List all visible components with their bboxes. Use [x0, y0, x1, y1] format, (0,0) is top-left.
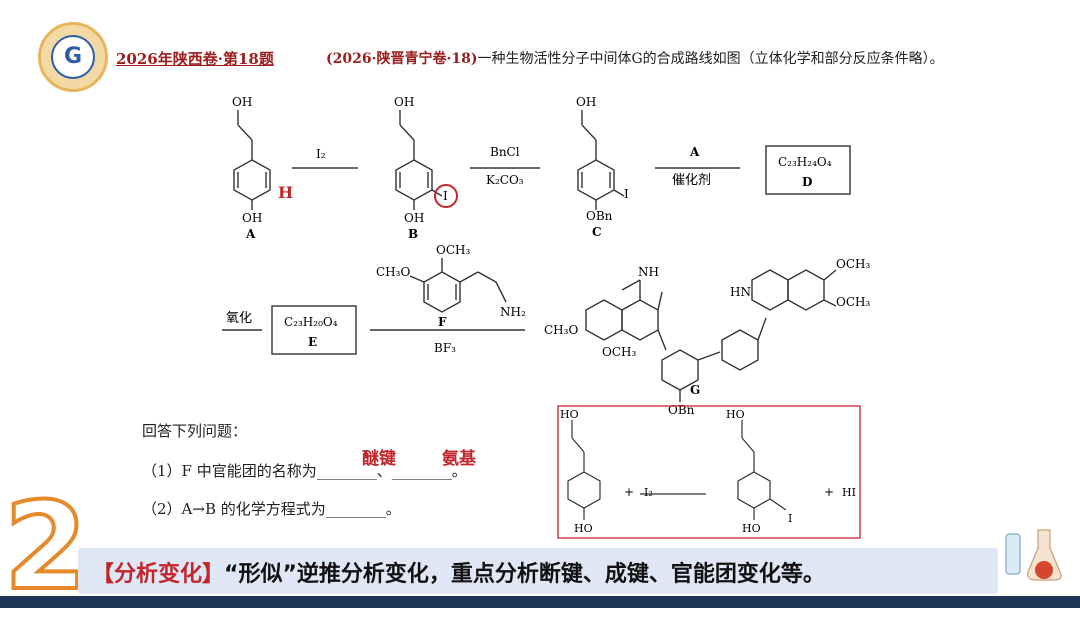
- G-hn: HN: [730, 285, 751, 299]
- D-formula: C₂₃H₂₄O₄: [778, 155, 832, 169]
- questions-intro: 回答下列问题：: [142, 422, 248, 440]
- compound-F-label: F: [438, 315, 447, 329]
- reagent-BF3: BF₃: [434, 341, 456, 355]
- C-obn: OBn: [586, 209, 613, 223]
- question-2: （2）A→B 的化学方程式为________。: [142, 500, 401, 518]
- F-nh2: NH₂: [500, 305, 526, 319]
- G-och3-right-bottom: OCH₃: [836, 295, 870, 309]
- eq-ho-bottom-left: HO: [574, 522, 593, 535]
- G-ch3o: CH₃O: [544, 323, 578, 337]
- B-oh-bottom: OH: [404, 211, 424, 225]
- A-oh-top: OH: [232, 95, 252, 109]
- compound-E-label: E: [308, 335, 317, 349]
- compound-C-label: C: [592, 225, 602, 239]
- flask-icon: [1005, 529, 1062, 581]
- reagent-BnCl: BnCl: [490, 145, 520, 159]
- F-ch3o: CH₃O: [376, 265, 410, 279]
- question-1: （1）F 中官能团的名称为________、________。: [142, 462, 467, 480]
- reagent-I2: I₂: [316, 147, 326, 161]
- page-title: 2026年陕西卷·第18题: [116, 50, 274, 68]
- answer-amino-group: 氨基: [442, 449, 476, 469]
- ring-F: [423, 271, 461, 313]
- eq-hi: HI: [842, 486, 856, 499]
- G-nh: NH: [638, 265, 659, 279]
- ring-C: [577, 159, 615, 201]
- compound-G-label: G: [690, 383, 700, 397]
- eq-plus-2: +: [824, 485, 834, 499]
- h-mark: H: [278, 183, 293, 202]
- bottom-bar: [0, 596, 1080, 608]
- logo: G: [38, 22, 108, 92]
- analysis-text: “形似”逆推分析变化，重点分析断键、成键、官能团变化等。: [224, 562, 825, 587]
- analysis-banner-text: 【分析变化】“形似”逆推分析变化，重点分析断键、成键、官能团变化等。: [92, 556, 825, 588]
- compound-D-label: D: [802, 175, 812, 189]
- B-oh-top: OH: [394, 95, 414, 109]
- reagent-catalyst: 催化剂: [672, 173, 711, 188]
- logo-letter: G: [51, 35, 95, 79]
- problem-description: (2026·陕晋青宁卷·18)一种生物活性分子中间体G的合成路线如图（立体化学和…: [326, 48, 944, 68]
- ring-A: [233, 159, 271, 201]
- C-oh-top: OH: [576, 95, 596, 109]
- problem-source: (2026·陕晋青宁卷·18): [326, 51, 478, 67]
- answer-ether-bond: 醚键: [362, 449, 396, 469]
- eq-ho-top-left: HO: [560, 408, 579, 421]
- analysis-banner: [78, 548, 998, 594]
- ring-G5: [751, 269, 789, 311]
- eq-ho-bottom-right: HO: [742, 522, 761, 535]
- A-oh-bottom: OH: [242, 211, 262, 225]
- reagent-A: A: [689, 145, 700, 159]
- G-och3-right-top: OCH₃: [836, 257, 870, 271]
- eq-i2: I₂: [644, 486, 653, 499]
- C-iodine: I: [624, 187, 629, 201]
- F-och3: OCH₃: [436, 243, 470, 257]
- E-formula: C₂₃H₂₀O₄: [284, 315, 338, 329]
- ring-G6: [787, 269, 825, 311]
- eq-plus-1: +: [624, 485, 634, 499]
- ring-G2: [621, 299, 659, 341]
- compound-A-label: A: [245, 227, 256, 241]
- compound-B-label: B: [408, 227, 418, 241]
- section-number-decor: 2: [2, 478, 89, 617]
- reagent-K2CO3: K₂CO₃: [486, 173, 524, 187]
- problem-text: 一种生物活性分子中间体G的合成路线如图（立体化学和部分反应条件略）。: [477, 51, 944, 67]
- eq-iodine: I: [788, 512, 792, 525]
- G-och3-left: OCH₃: [602, 345, 636, 359]
- ring-G4: [721, 329, 759, 371]
- ring-B: [395, 159, 433, 201]
- analysis-tag: 【分析变化】: [92, 562, 225, 587]
- B-iodine: I: [443, 189, 448, 203]
- reagent-oxidation: 氧化: [226, 311, 252, 326]
- eq-ho-top-right: HO: [726, 408, 745, 421]
- iodine-highlight-circle: [434, 184, 458, 208]
- G-obn: OBn: [668, 403, 695, 417]
- ring-G1: [585, 299, 623, 341]
- equation-box: [557, 405, 861, 539]
